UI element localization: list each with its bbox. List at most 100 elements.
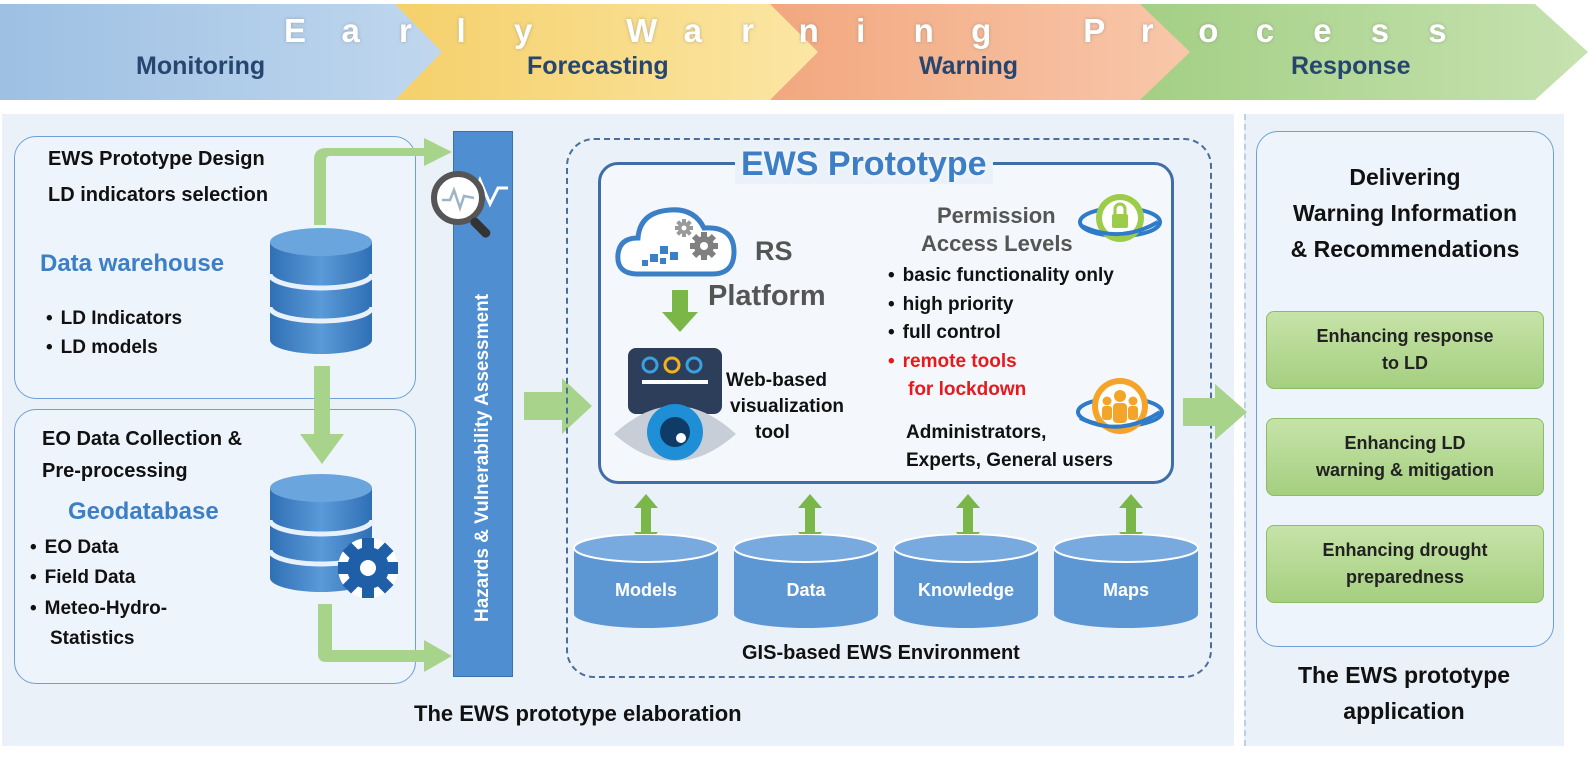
cylinder-maps-label: Maps [1102,580,1149,600]
geodatabase-icon [267,474,398,598]
collection-line-1: EO Data Collection & [42,428,243,450]
permission-line-2: Access Levels [921,231,1073,256]
banner-title-letter: r [1140,12,1154,49]
cylinder-knowledge [893,534,1039,628]
elaboration-caption: The EWS prototype elaboration [414,701,742,726]
ews-prototype-title: EWS Prototype [735,145,993,184]
banner-title-letter: l [456,12,466,49]
database-icon [267,228,375,354]
banner-title-letter: y [514,12,533,49]
double-arrow-icon [798,494,822,546]
rs-label: RS [755,236,793,266]
collection-line-2: Pre-processing [42,460,188,482]
eye-monitor-icon [614,348,736,461]
list-item: Meteo-Hydro- [30,594,167,624]
viz-line-3: tool [755,422,790,443]
arrow-to-prototype [524,378,592,434]
banner-title-letter: s [1428,12,1447,49]
stage-monitoring-label: Monitoring [136,52,266,80]
viz-line-2: visualization [730,396,845,417]
environment-cylinders [573,534,1199,628]
design-line-2: LD indicators selection [48,184,269,206]
magnifier-chart-icon [431,171,508,238]
cylinder-knowledge-label: Knowledge [917,580,1014,600]
action-box: Enhancing LD warning & mitigation [1266,418,1544,496]
banner-title-letter: n [798,12,819,49]
banner-title-letter: r [741,12,754,49]
action-line-2: preparedness [1345,567,1465,587]
banner-title-letter: E [284,12,307,49]
permission-line-1: Permission [937,203,1056,228]
arrow-to-application [1183,384,1247,440]
banner-title-letter: i [856,12,866,49]
application-caption-line-2: application [1343,698,1465,724]
gear-icon [338,538,398,598]
list-item: LD Indicators [46,305,182,334]
action-line-1: Enhancing LD [1344,433,1466,453]
double-arrows [634,494,1143,546]
double-arrow-icon [634,494,658,546]
list-item: Field Data [30,563,167,593]
users-line-2: Experts, General users [906,450,1113,471]
banner-title-letter: r [399,12,412,49]
banner-title-letter: e [1313,12,1332,49]
stage-forecasting-shape [392,4,818,100]
banner-title-letter: a [683,12,702,49]
action-line-1: Enhancing response [1316,326,1494,346]
geodatabase-heading: Geodatabase [68,498,219,525]
double-arrow-icon [1119,494,1143,546]
banner-title-letter: n [913,12,934,49]
application-caption-line-1: The EWS prototype [1297,662,1511,688]
stage-response-shape [1135,4,1588,100]
cylinder-maps [1053,534,1199,628]
list-item: Statistics [50,628,135,650]
delivery-heading-line-1: Delivering [1349,164,1461,190]
stage-warning-shape [765,4,1190,100]
stage-response-label: Response [1291,52,1411,80]
platform-label: Platform [708,280,826,312]
warehouse-items: LD Indicators LD models [46,305,182,362]
banner-title-letter: s [1370,12,1390,49]
users-line-1: Administrators, [906,422,1047,443]
banner-title-letter: g [971,12,992,49]
list-item: EO Data [30,533,167,563]
hazards-assessment-label: Hazards & Vulnerability Assessment [472,293,493,623]
list-item: full control [888,319,1114,348]
action-line-2: warning & mitigation [1316,460,1494,480]
arrow-to-bar-bottom [318,604,452,672]
delivery-heading-line-2: Warning Information [1292,200,1517,226]
action-box: Enhancing drought preparedness [1266,525,1544,603]
action-line-1: Enhancing drought [1322,540,1488,560]
geodatabase-items: EO Data Field Data Meteo-Hydro- Statisti… [30,533,167,655]
access-levels-list: basic functionality only high priority f… [888,262,1114,405]
cloud-gear-icon [615,207,737,277]
gis-environment-caption: GIS-based EWS Environment [742,642,1020,664]
banner-title-letter: a [341,12,360,49]
left-connectors [300,138,452,672]
arrow-down-middle [300,366,344,464]
list-item: LD models [46,334,182,363]
list-item: remote tools [888,348,1114,377]
banner-title-letter: o [1198,12,1219,49]
stage-forecasting-label: Forecasting [527,52,669,80]
process-banner [0,4,1588,100]
list-item: basic functionality only [888,262,1114,291]
action-line-2: to LD [1382,353,1428,373]
lock-globe-icon [1078,194,1162,242]
list-item: high priority [888,291,1114,320]
list-item: for lockdown [908,379,1027,400]
stage-warning-label: Warning [919,52,1019,80]
banner-title-letter: P [1083,12,1106,49]
stage-monitoring-shape [0,4,442,100]
double-arrow-icon [956,494,980,546]
banner-title-letter: W [626,12,658,49]
data-warehouse-heading: Data warehouse [40,250,225,277]
banner-title-letter: c [1255,12,1275,49]
users-globe-icon [1076,378,1164,434]
viz-line-1: Web-based [726,370,828,391]
cylinder-data [733,534,879,628]
cylinder-models [573,534,719,628]
design-line-1: EWS Prototype Design [48,148,265,170]
action-box: Enhancing response to LD [1266,311,1544,389]
